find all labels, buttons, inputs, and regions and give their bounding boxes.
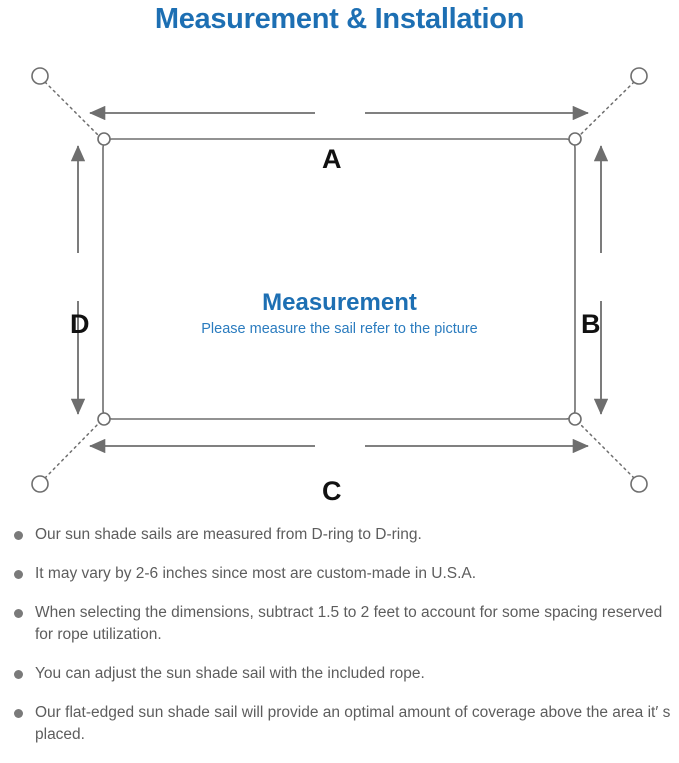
dotted-rope-line-icon xyxy=(44,420,102,479)
diagram-svg xyxy=(31,67,648,493)
d-ring-icon xyxy=(568,132,582,146)
anchor-circle-icon xyxy=(31,67,49,85)
bullet-icon xyxy=(14,709,23,718)
anchor-circle-icon xyxy=(630,475,648,493)
dimension-label-d: D xyxy=(70,309,90,339)
bullet-icon xyxy=(14,570,23,579)
sail-measurement-diagram: A B C D Measurement Please measure the s… xyxy=(0,48,679,518)
note-text: You can adjust the sun shade sail with t… xyxy=(35,665,425,682)
note-text: It may vary by 2-6 inches since most are… xyxy=(35,565,477,582)
list-item: Our flat-edged sun shade sail will provi… xyxy=(0,702,679,746)
d-ring-icon xyxy=(97,412,111,426)
bullet-icon xyxy=(14,609,23,618)
dimension-label-c: C xyxy=(322,476,342,506)
d-ring-icon xyxy=(568,412,582,426)
notes-list: Our sun shade sails are measured from D-… xyxy=(0,524,679,763)
list-item: You can adjust the sun shade sail with t… xyxy=(0,663,679,685)
d-ring-icon xyxy=(97,132,111,146)
list-item: It may vary by 2-6 inches since most are… xyxy=(0,563,679,585)
dotted-rope-line-icon xyxy=(576,420,635,479)
page-title: Measurement & Installation xyxy=(154,3,525,35)
bullet-icon xyxy=(14,531,23,540)
bullet-icon xyxy=(14,670,23,679)
measurement-installation-page: Measurement & Installation xyxy=(0,3,679,743)
anchor-circle-icon xyxy=(31,475,49,493)
note-text: When selecting the dimensions, subtract … xyxy=(35,604,663,643)
list-item: Our sun shade sails are measured from D-… xyxy=(0,524,679,546)
note-text: Our sun shade sails are measured from D-… xyxy=(35,526,422,543)
note-text: Our flat-edged sun shade sail will provi… xyxy=(35,704,671,743)
list-item: When selecting the dimensions, subtract … xyxy=(0,602,679,646)
dotted-rope-line-icon xyxy=(44,81,102,139)
dimension-label-a: A xyxy=(322,144,342,174)
dotted-rope-line-icon xyxy=(576,81,635,139)
dimension-label-b: B xyxy=(581,309,601,339)
shade-sail-rectangle-icon xyxy=(102,138,576,420)
anchor-circle-icon xyxy=(630,67,648,85)
